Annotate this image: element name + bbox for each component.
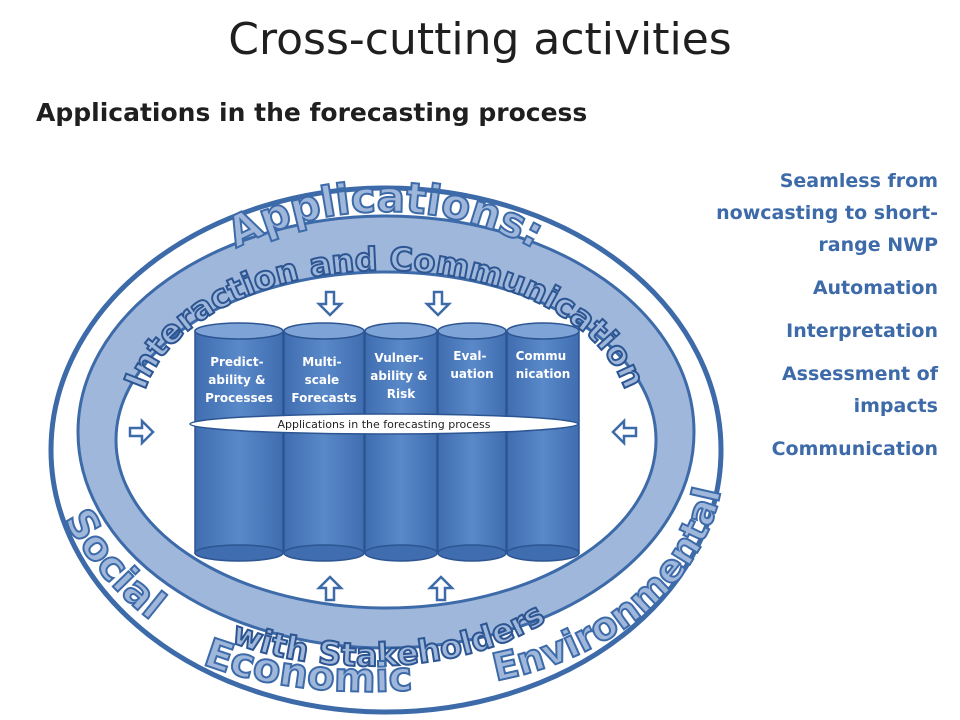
column-multiscale: Multi- scale Forecasts [283, 322, 365, 562]
column-label: Forecasts [291, 391, 356, 405]
column-label: Eval- [453, 349, 486, 363]
svg-text:Predict- ability &: Predict- ability & Processes [205, 355, 273, 405]
arrow-down-icon [423, 290, 453, 317]
column-label: Multi- [302, 355, 341, 369]
arrow-up-icon [315, 575, 345, 602]
column-label: Commu [516, 349, 567, 363]
arrow-left-icon [611, 417, 638, 447]
column-label: ability & [370, 369, 427, 383]
column-label: ability & [208, 373, 265, 387]
column-label: uation [450, 367, 493, 381]
bullet-item: Assessment of impacts [781, 363, 938, 417]
column-label: Processes [205, 391, 273, 405]
bullet-item: Seamless from nowcasting to short-range … [716, 170, 938, 256]
page-title: Cross-cutting activities [228, 14, 732, 65]
bullet-list: Seamless from nowcasting to short-range … [558, 165, 938, 476]
column-evaluation: Eval- uation [437, 322, 507, 562]
bullet-item: Automation [812, 277, 938, 299]
column-predictability: Predict- ability & Processes [194, 322, 284, 562]
column-label: nication [516, 367, 571, 381]
svg-text:Eval- uation: Eval- uation [450, 349, 493, 381]
column-group: Predict- ability & Processes Multi- scal… [194, 322, 580, 562]
column-vulnerability: Vulner- ability & Risk [364, 322, 438, 562]
base-disk [189, 413, 579, 435]
svg-text:Multi- scale F: Multi- scale Forecasts [291, 355, 356, 405]
column-label: Vulner- [374, 351, 423, 365]
arrow-up-icon [426, 575, 456, 602]
svg-text:Vulner- ability &: Vulner- ability & Risk [370, 351, 431, 401]
column-label: Risk [387, 387, 416, 401]
arrow-down-icon [315, 290, 345, 317]
column-communication: Commu nication [506, 322, 580, 562]
bullet-item: Interpretation [786, 320, 938, 342]
page-subtitle: Applications in the forecasting process [36, 98, 588, 127]
bullet-item: Communication [771, 438, 938, 460]
svg-text:Commu nication: Commu nication [516, 349, 571, 381]
arrow-right-icon [128, 417, 155, 447]
base-disk-label: Applications in the forecasting process [277, 418, 490, 431]
column-label: Predict- [210, 355, 263, 369]
column-label: scale [305, 373, 340, 387]
arrow-group [128, 290, 638, 602]
